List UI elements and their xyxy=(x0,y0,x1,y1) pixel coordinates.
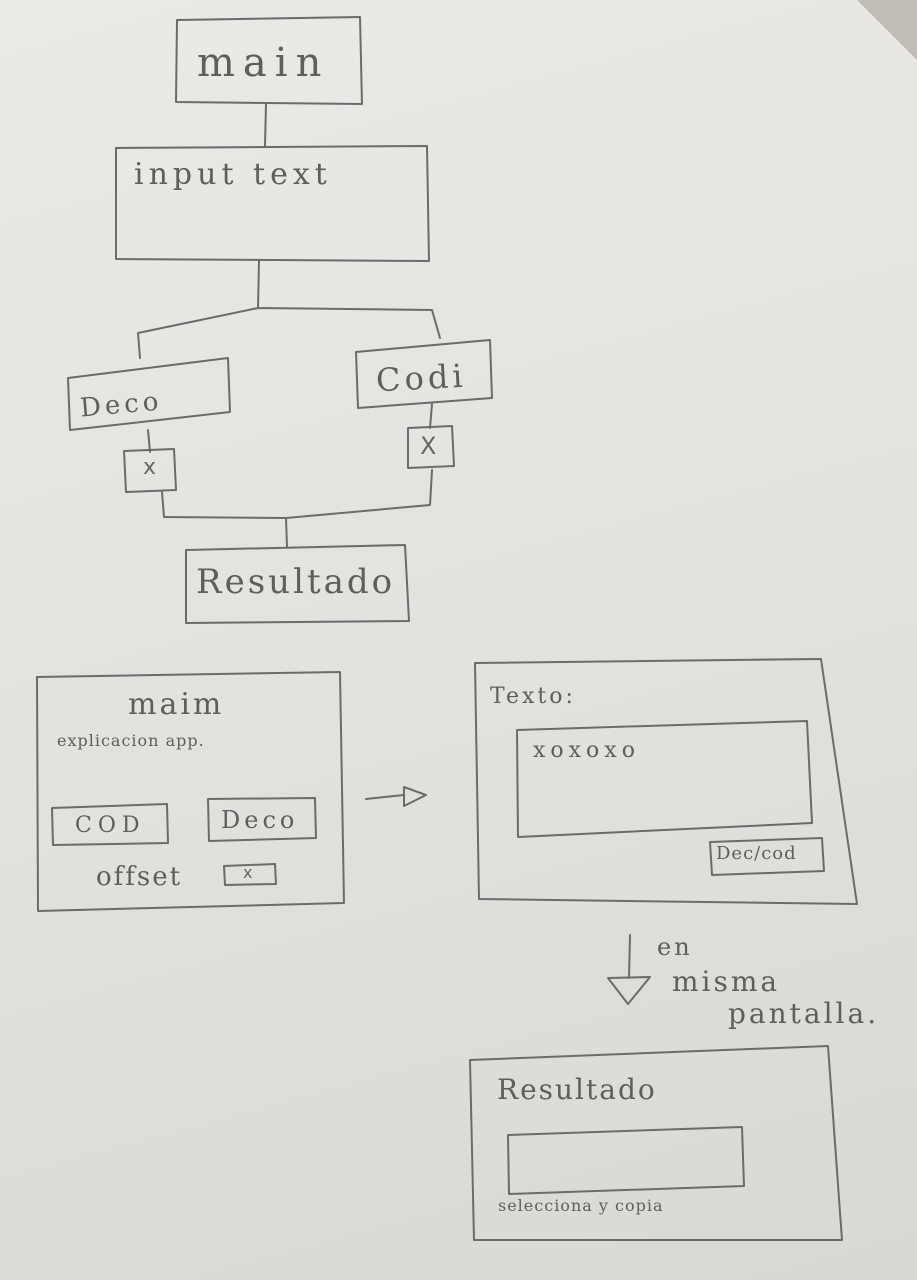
input-text-box xyxy=(115,145,430,262)
dec-cod-button[interactable]: Dec/cod xyxy=(716,843,797,864)
deco-button-box xyxy=(207,797,317,842)
resultado-node-label: Resultado xyxy=(196,562,396,602)
deco-node-box xyxy=(67,357,231,431)
main-node-box xyxy=(175,16,363,105)
deco-checkbox-box xyxy=(123,448,177,493)
note-line-1: en xyxy=(657,933,693,961)
arrow-label: -> xyxy=(366,785,394,805)
connector-deco-check xyxy=(147,429,151,453)
connector-input-split xyxy=(137,260,441,359)
note-line-3: pantalla. xyxy=(728,997,880,1030)
screen-texto-frame xyxy=(474,658,858,905)
resultado-hint: selecciona y copia xyxy=(498,1196,664,1215)
next-screen-arrow xyxy=(365,786,427,807)
paper-corner xyxy=(857,0,917,60)
note-line-2: misma xyxy=(672,965,781,998)
resultado-node-box xyxy=(185,544,410,624)
deco-button-label[interactable]: Deco xyxy=(221,806,299,834)
dec-cod-button-box xyxy=(709,837,825,876)
deco-checkbox-mark: x xyxy=(143,455,157,480)
texto-label: Texto: xyxy=(490,684,576,709)
cod-button-box xyxy=(51,803,169,846)
offset-field-box xyxy=(223,863,277,886)
screen-resultado-frame xyxy=(469,1045,843,1241)
text-input-box xyxy=(516,720,813,838)
result-output-box xyxy=(507,1126,745,1195)
text-input-value[interactable]: xoxoxo xyxy=(533,738,640,763)
cod-button-label[interactable]: COD xyxy=(75,813,146,838)
codi-checkbox-mark: X xyxy=(420,432,437,460)
offset-label: offset xyxy=(96,862,183,892)
connector-merge xyxy=(161,469,433,548)
offset-field-value[interactable]: x xyxy=(243,863,253,882)
screen-main-title: maim xyxy=(128,687,225,722)
input-text-node-label: input text xyxy=(134,157,332,192)
resultado-label: Resultado xyxy=(497,1073,657,1106)
connector-codi-check xyxy=(429,403,433,429)
screen-main-frame xyxy=(36,671,345,912)
down-arrow xyxy=(607,934,651,1005)
codi-node-label: Codi xyxy=(375,356,468,400)
main-node-label: main xyxy=(197,40,330,86)
deco-node-label: Deco xyxy=(78,386,164,424)
screen-main-subtitle: explicacion app. xyxy=(57,731,205,750)
codi-checkbox-box xyxy=(407,425,455,469)
codi-node-box xyxy=(355,339,493,409)
connector-main-input xyxy=(264,103,267,147)
